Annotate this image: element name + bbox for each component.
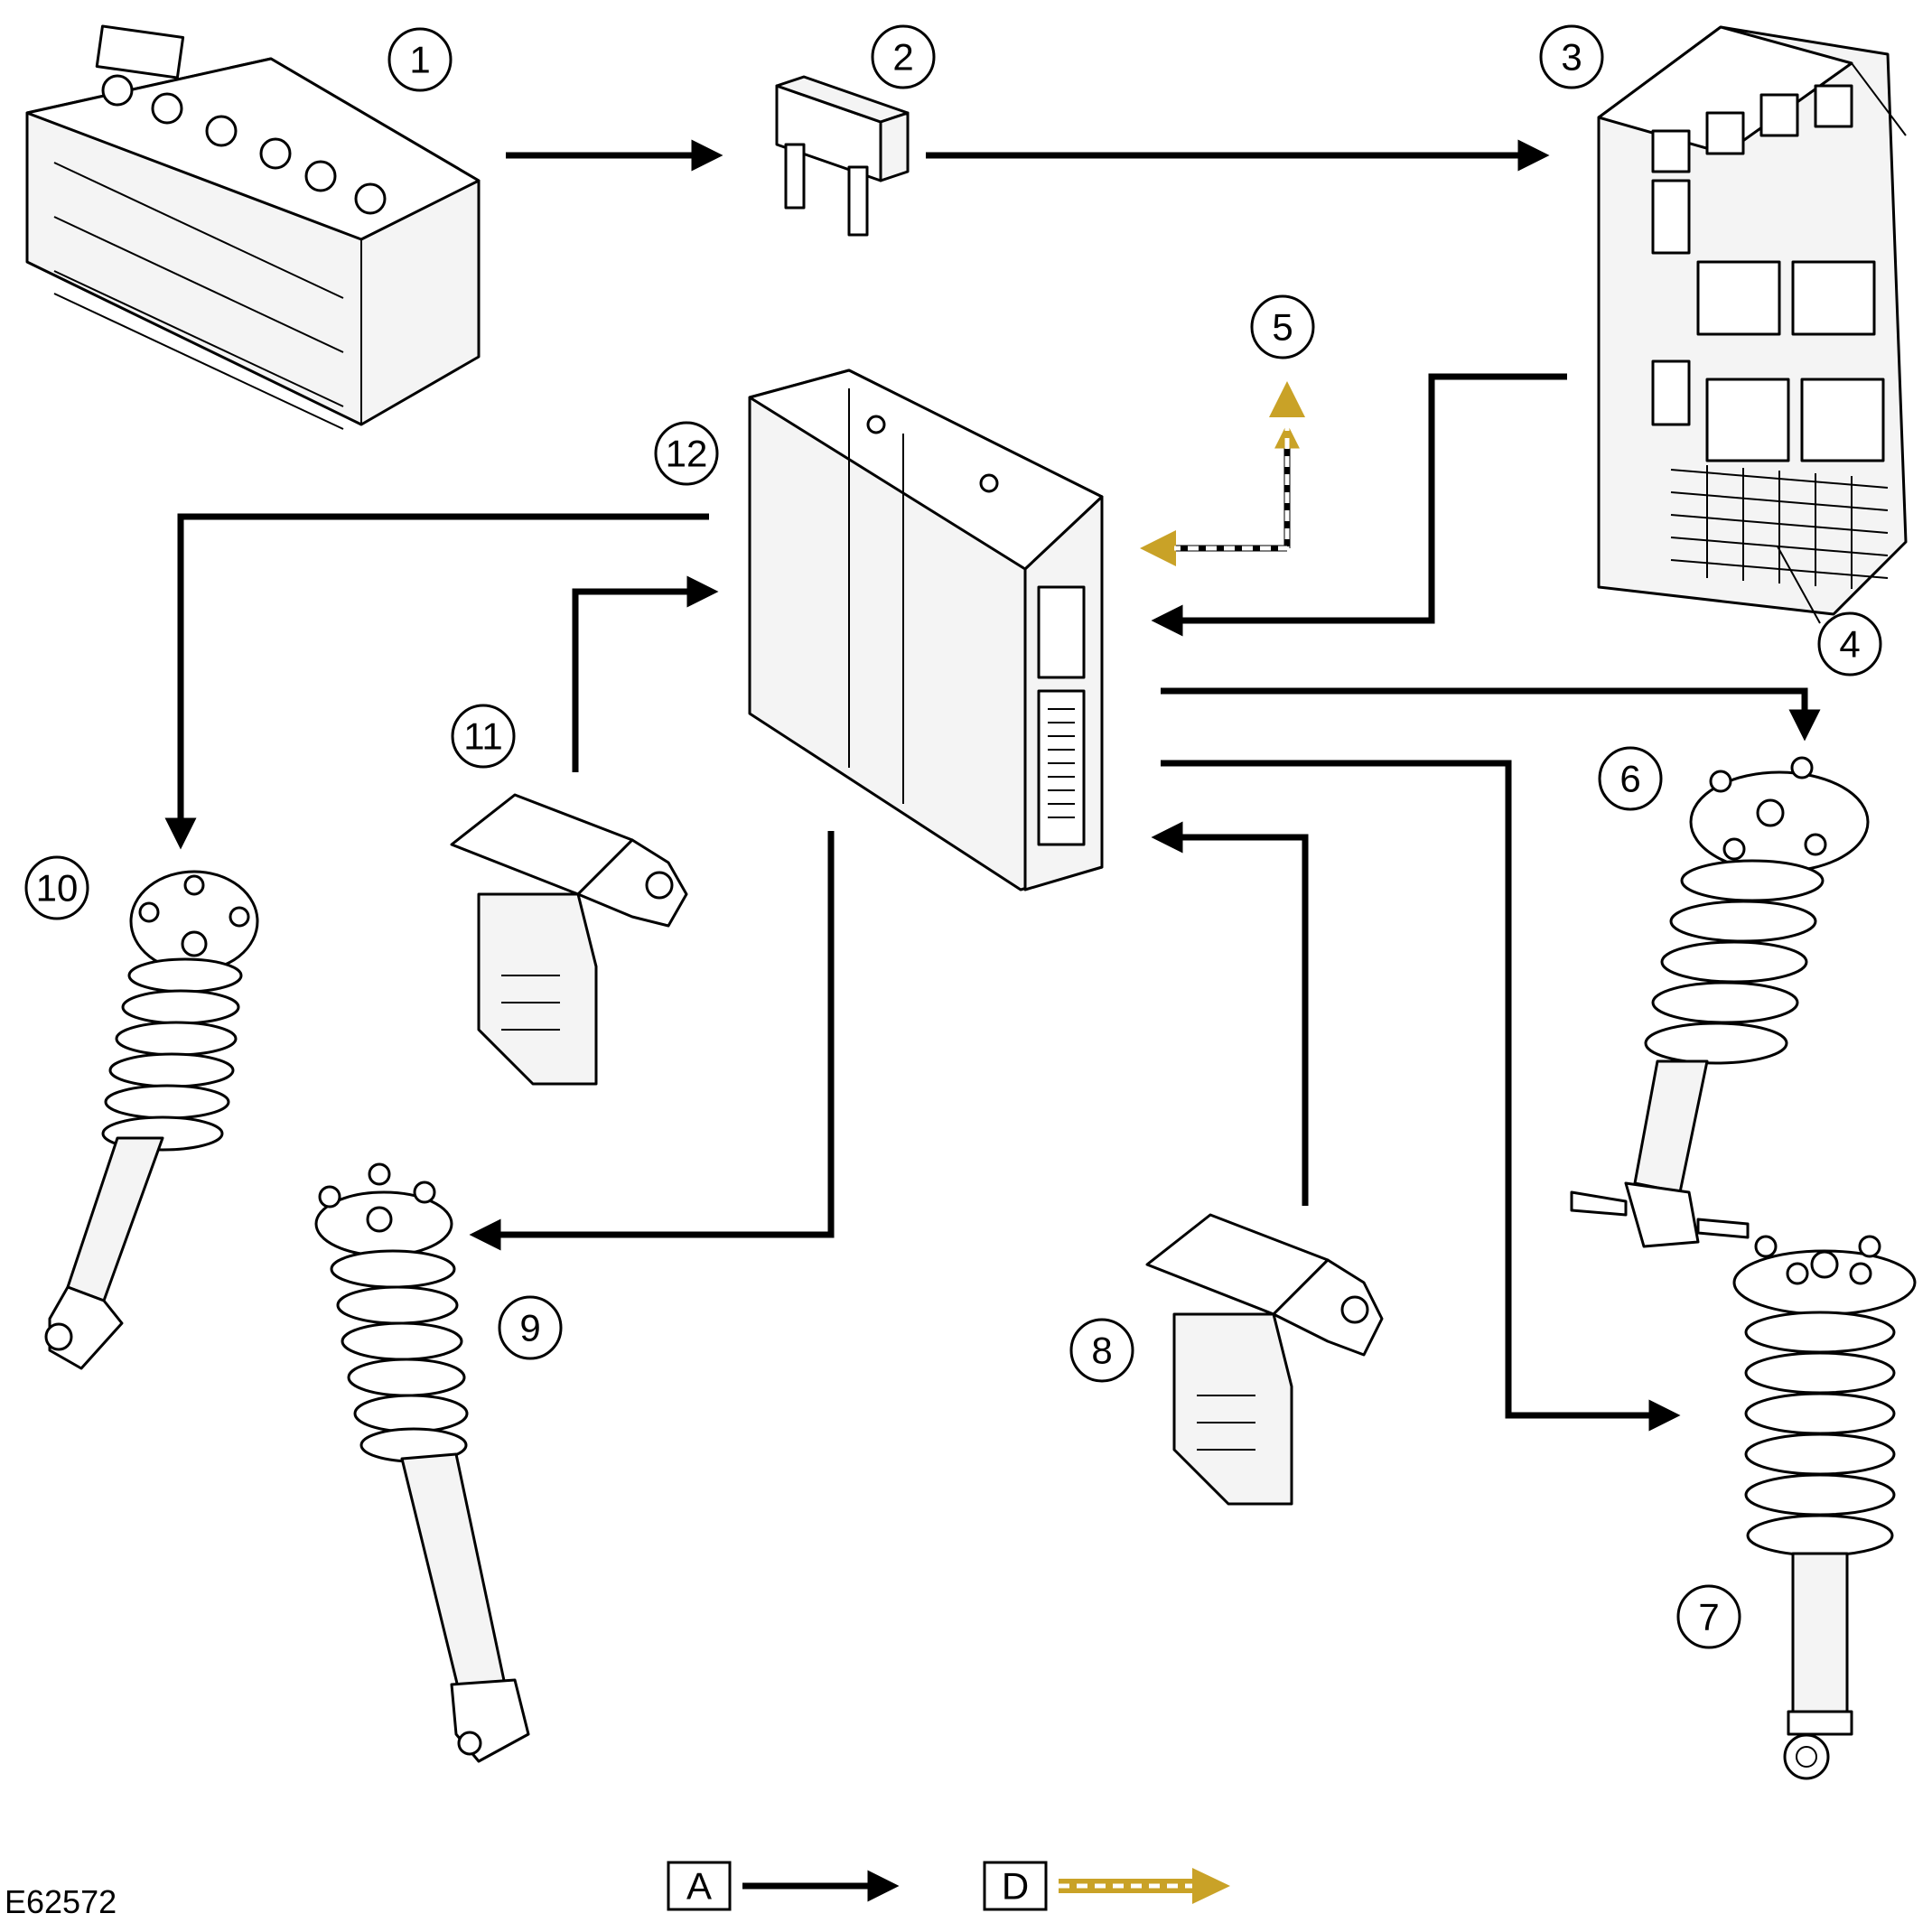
connector-sockets bbox=[1651, 84, 1853, 173]
coil-spring bbox=[1644, 859, 1825, 1065]
callout-9-label: 9 bbox=[519, 1307, 540, 1349]
fuse bbox=[775, 75, 910, 237]
callout-12-label: 12 bbox=[666, 433, 708, 475]
bus-connection bbox=[1140, 381, 1305, 566]
fuse-array bbox=[1670, 465, 1889, 589]
coil-spring bbox=[1744, 1311, 1896, 1557]
relay-blocks bbox=[1651, 179, 1885, 462]
arrow-module-to-shock-front-left bbox=[164, 513, 709, 850]
height-sensor-left bbox=[450, 793, 688, 1086]
callout-6-label: 6 bbox=[1619, 758, 1640, 800]
callout-1: 1 bbox=[387, 27, 453, 92]
fuse-box bbox=[1597, 25, 1908, 616]
callout-2-label: 2 bbox=[892, 36, 913, 79]
arrow-sensor-right-to-module bbox=[1151, 821, 1309, 1206]
shock-absorber-rear-left bbox=[314, 1162, 530, 1763]
callout-1-label: 1 bbox=[409, 39, 430, 81]
height-sensor-right bbox=[1145, 1213, 1384, 1506]
legend-d-label: D bbox=[1002, 1865, 1029, 1908]
coil-spring bbox=[101, 957, 243, 1152]
arrow-module-to-shock-rear-left bbox=[469, 831, 835, 1251]
callout-4: 4 bbox=[1777, 546, 1882, 677]
shock-absorber-front-right bbox=[1570, 756, 1870, 1248]
callout-5-label: 5 bbox=[1272, 306, 1293, 349]
control-module bbox=[748, 369, 1104, 891]
shock-absorber-rear-right bbox=[1732, 1235, 1917, 1780]
callout-7: 7 bbox=[1676, 1584, 1741, 1649]
legend-item-d: D bbox=[983, 1861, 1230, 1911]
callout-8: 8 bbox=[1069, 1318, 1134, 1383]
arrow-module-to-shock-front-right bbox=[1161, 687, 1821, 742]
hardwired-connections bbox=[164, 139, 1821, 1432]
legend-item-a: A bbox=[667, 1861, 900, 1911]
callout-11-label: 11 bbox=[463, 715, 503, 758]
shock-absorber-front-left bbox=[44, 870, 259, 1370]
coil-spring bbox=[330, 1249, 469, 1463]
callout-9: 9 bbox=[498, 1295, 563, 1360]
arrow-module-to-shock-rear-right bbox=[1161, 760, 1681, 1432]
callout-3-label: 3 bbox=[1561, 36, 1582, 79]
callout-12: 12 bbox=[654, 421, 719, 486]
callout-3: 3 bbox=[1539, 24, 1604, 89]
callout-10-label: 10 bbox=[36, 867, 79, 910]
callout-7-label: 7 bbox=[1698, 1596, 1719, 1638]
figure-reference: E62572 bbox=[5, 1883, 117, 1920]
arrow-fusebox-to-module bbox=[1151, 373, 1567, 637]
callout-8-label: 8 bbox=[1091, 1330, 1112, 1372]
battery-terminals bbox=[101, 74, 387, 215]
callout-10: 10 bbox=[24, 855, 89, 920]
callout-2: 2 bbox=[871, 24, 936, 89]
callout-4-label: 4 bbox=[1839, 623, 1860, 666]
arrow-sensor-left-to-module bbox=[572, 575, 719, 772]
callout-11: 11 bbox=[451, 704, 516, 769]
callout-6: 6 bbox=[1598, 746, 1663, 811]
battery bbox=[25, 24, 481, 430]
legend-a-label: A bbox=[686, 1865, 712, 1908]
callout-5: 5 bbox=[1250, 294, 1315, 359]
legend: A D bbox=[667, 1861, 1230, 1911]
